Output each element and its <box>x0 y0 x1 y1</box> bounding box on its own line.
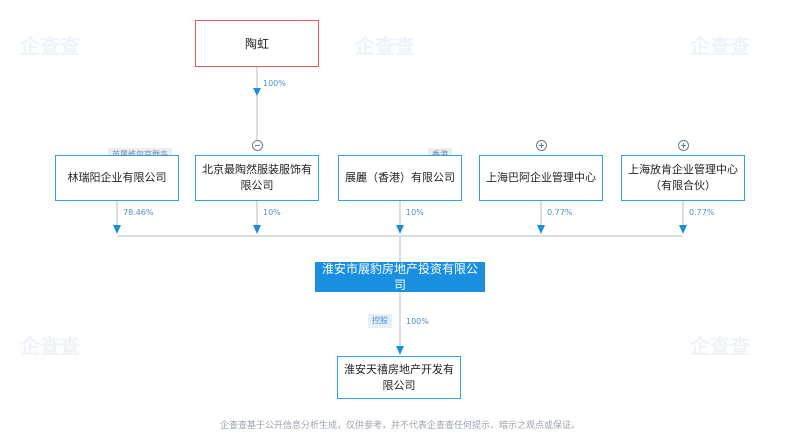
investor-name: 北京最陶然服装服饰有限公司 <box>202 163 312 192</box>
subsidiary-node[interactable]: 淮安天禧房地产开发有限公司 <box>337 356 461 399</box>
investor-name: 上海放肯企业管理中心（有限合伙） <box>628 163 738 192</box>
root-name: 陶虹 <box>244 36 269 51</box>
watermark: 企查查 <box>355 34 415 58</box>
expand-icon[interactable] <box>678 140 689 151</box>
investor-node[interactable]: 林瑞阳企业有限公司 <box>55 155 179 201</box>
stake-percentage: 0.77% <box>547 208 573 217</box>
watermark: 企查查 <box>20 334 80 358</box>
root-percentage: 100% <box>263 79 286 88</box>
stake-percentage: 78.46% <box>123 208 154 217</box>
subsidiary-name: 淮安天禧房地产开发有限公司 <box>344 362 454 392</box>
disclaimer-footer: 企查查基于公开信息分析生成，仅供参考，并不代表企查查任何提示、暗示之观点或保证。 <box>219 421 580 431</box>
expand-icon[interactable] <box>536 140 547 151</box>
shareholder-node-root[interactable]: 陶虹 <box>195 20 319 67</box>
investor-node[interactable]: 展麗（香港）有限公司 <box>338 155 462 201</box>
control-percentage: 100% <box>406 317 429 326</box>
center-company-node[interactable]: 淮安市展豹房地产投资有限公司 <box>315 262 485 292</box>
watermark: 企查查 <box>20 34 80 58</box>
control-badge: 控股 <box>368 314 392 328</box>
watermark: 企查查 <box>690 334 750 358</box>
investor-node[interactable]: 上海巴阿企业管理中心 <box>479 155 603 201</box>
stake-percentage: 10% <box>406 208 424 217</box>
collapse-icon[interactable] <box>252 140 263 151</box>
investor-name: 展麗（香港）有限公司 <box>345 171 455 184</box>
center-company-name: 淮安市展豹房地产投资有限公司 <box>322 262 479 292</box>
watermark: 企查查 <box>690 34 750 58</box>
investor-node[interactable]: 北京最陶然服装服饰有限公司 <box>195 155 319 201</box>
stake-percentage: 10% <box>263 208 281 217</box>
investor-node[interactable]: 上海放肯企业管理中心（有限合伙） <box>621 155 745 201</box>
stake-percentage: 0.77% <box>689 208 715 217</box>
investor-name: 林瑞阳企业有限公司 <box>67 171 167 184</box>
investor-name: 上海巴阿企业管理中心 <box>486 171 596 184</box>
